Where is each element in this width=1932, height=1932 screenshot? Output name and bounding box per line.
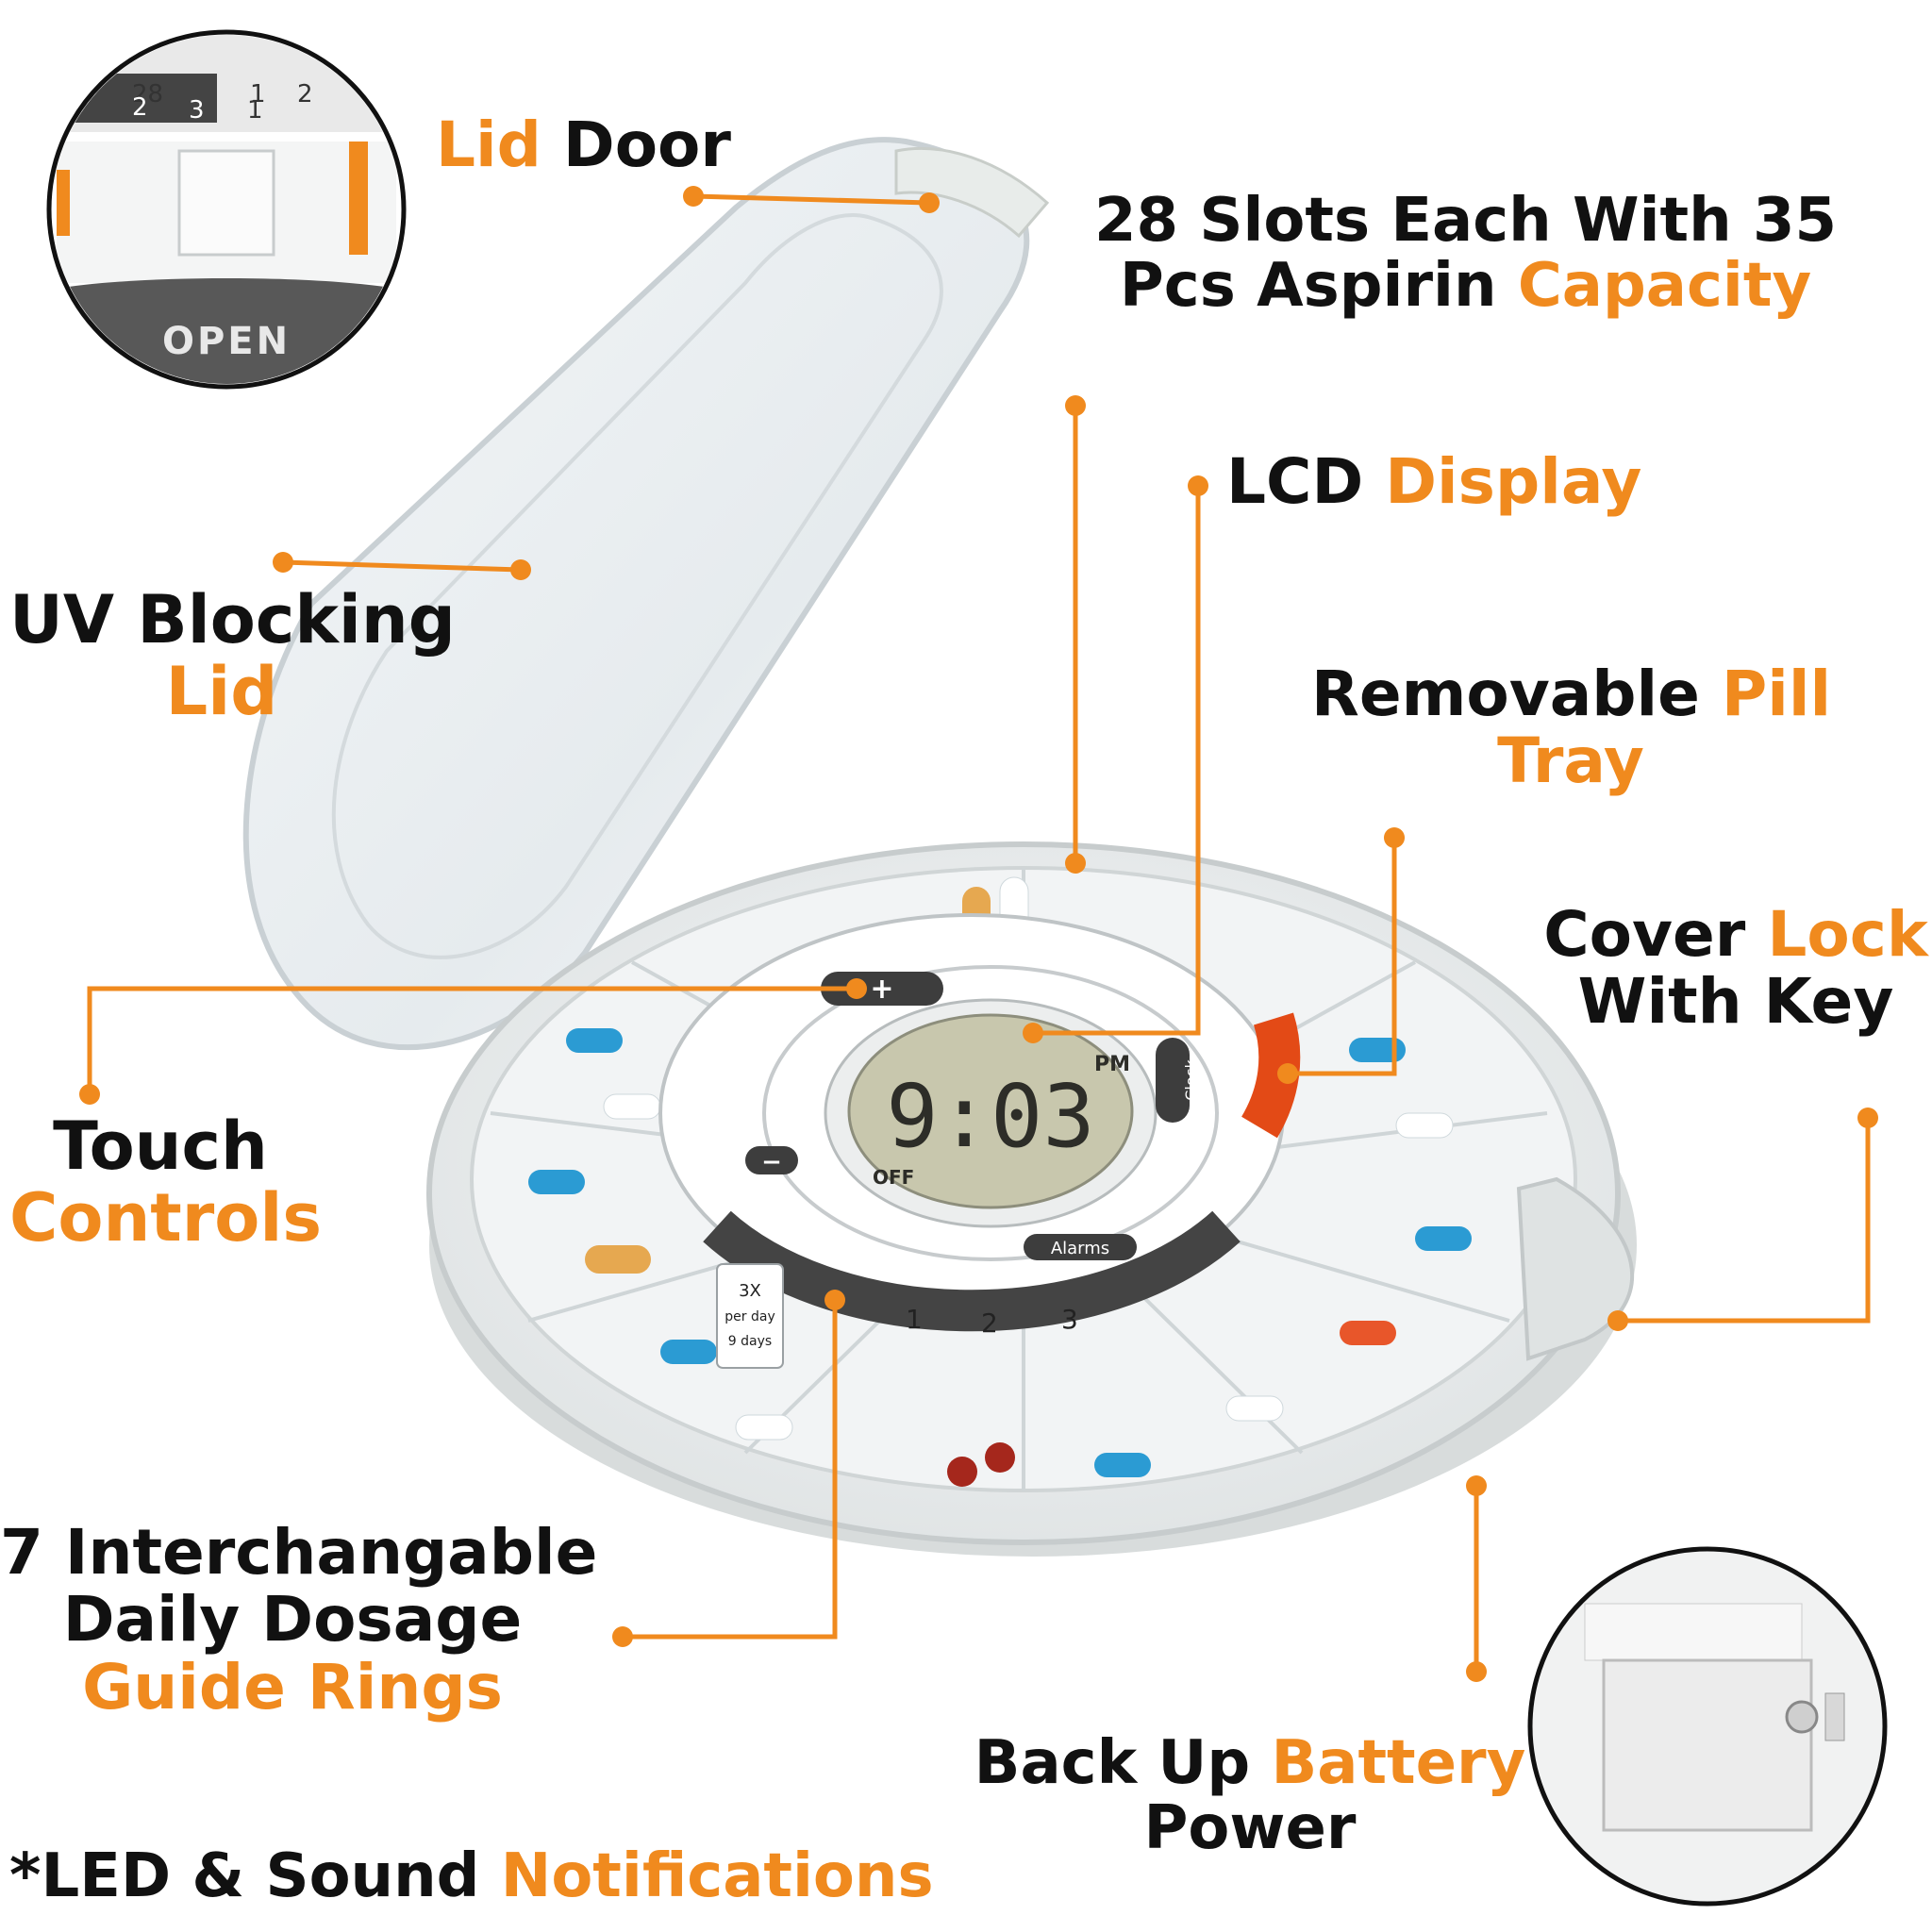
label-tray: Removable Pill Tray [1311, 658, 1832, 798]
dosage-tag-line2: per day [724, 1309, 774, 1324]
label-slots: 28 Slots Each With 35 Pcs Aspirin Capaci… [1094, 186, 1838, 319]
minus-button[interactable] [745, 1146, 798, 1174]
ring-number-1: 1 [906, 1304, 923, 1335]
lcd-ampm: PM [1094, 1053, 1130, 1076]
dosage-tag-line1: 3X [739, 1281, 761, 1301]
battery-line1a: Back Up [974, 1728, 1251, 1798]
tray-line1b: Pill [1721, 658, 1832, 730]
label-lid-door: Lid Door [436, 111, 731, 178]
lcd-status: OFF [873, 1166, 914, 1189]
tray-line1a: Removable [1311, 658, 1700, 730]
ring-number-3: 3 [1061, 1304, 1078, 1335]
slots-line2: Pcs Aspirin Capacity [1094, 254, 1837, 319]
uv-line1: UV Blocking [9, 581, 456, 658]
battery-line2: Power [1143, 1793, 1357, 1864]
clock-label: Clock [1182, 1059, 1200, 1101]
battery-line1b: Battery [1271, 1728, 1526, 1798]
inset-dial-3: 3 [189, 96, 205, 125]
label-uv: UV Blocking Lid [9, 581, 456, 730]
inset-lid-door: 28 1 2 3 1 2 OPEN [46, 29, 407, 390]
label-lcd: LCD Display [1226, 448, 1641, 515]
minus-label: − [761, 1148, 782, 1176]
callout-dots [79, 186, 1878, 1682]
label-rings: 7 Interchangable Daily Dosage Guide Ring… [0, 1516, 598, 1724]
plus-label: + [870, 973, 893, 1006]
dosage-tag: 3X per day 9 days [716, 1263, 784, 1369]
rings-line1: 7 Interchangable [0, 1516, 598, 1589]
inset-dial-2b: 2 [297, 80, 313, 108]
inset-battery [1527, 1546, 1888, 1907]
lock-line1a: Cover [1543, 898, 1746, 971]
touch-line2: Controls [9, 1178, 323, 1257]
rings-line3: Guide Rings [82, 1650, 503, 1724]
dosage-tag-line3: 9 days [728, 1334, 772, 1349]
callout-lines [87, 193, 1871, 1672]
cover-lock-housing [1516, 1176, 1635, 1361]
ring-red-segment [1241, 1012, 1301, 1139]
lcd-time: 9:03 [886, 1066, 1095, 1167]
notifications-word1: *LED & Sound [9, 1841, 480, 1911]
lock-line1: Cover Lock [1538, 901, 1932, 968]
label-battery: Back Up Battery Power [972, 1728, 1528, 1864]
label-notifications: *LED & Sound Notifications [9, 1841, 934, 1911]
uv-line2: Lid [165, 652, 278, 730]
lcd-word1: LCD [1226, 445, 1364, 518]
clock-button[interactable] [1156, 1038, 1190, 1123]
lock-line2: With Key [1577, 965, 1894, 1039]
label-touch: Touch Controls [9, 1108, 323, 1257]
lcd-display [847, 1013, 1134, 1209]
lid-door-word1: Lid [436, 108, 541, 181]
touch-line1: Touch [53, 1108, 268, 1185]
control-unit: 9:03 PM OFF + − Alarms Clock [745, 965, 1219, 1261]
alarms-label: Alarms [1051, 1239, 1109, 1258]
notifications-word2: Notifications [500, 1841, 934, 1911]
lid-door-word2: Door [562, 108, 731, 181]
pills [528, 876, 1472, 1487]
inset-dial-1b: 1 [247, 96, 263, 125]
inset-dial-2: 2 [132, 93, 148, 122]
ring-number-2: 2 [981, 1307, 998, 1339]
alarms-button[interactable] [1024, 1234, 1137, 1260]
label-lock: Cover Lock With Key [1538, 901, 1932, 1036]
tray-line2: Tray [1497, 724, 1644, 798]
slots-line2a: Pcs Aspirin [1119, 251, 1497, 322]
open-label: OPEN [162, 320, 291, 363]
rings-line2: Daily Dosage [62, 1583, 523, 1657]
lock-line1b: Lock [1767, 898, 1928, 971]
uv-blocking-lid [242, 137, 1050, 1051]
inset-dial-28: 28 [132, 80, 163, 108]
battery-line1: Back Up Battery [972, 1728, 1528, 1798]
inset-dial-1: 1 [250, 80, 266, 108]
tray-line1: Removable Pill [1311, 658, 1832, 730]
lcd-word2: Display [1385, 445, 1642, 518]
slots-line1: 28 Slots Each With 35 [1094, 186, 1838, 256]
slots-line2b: Capacity [1517, 251, 1812, 322]
